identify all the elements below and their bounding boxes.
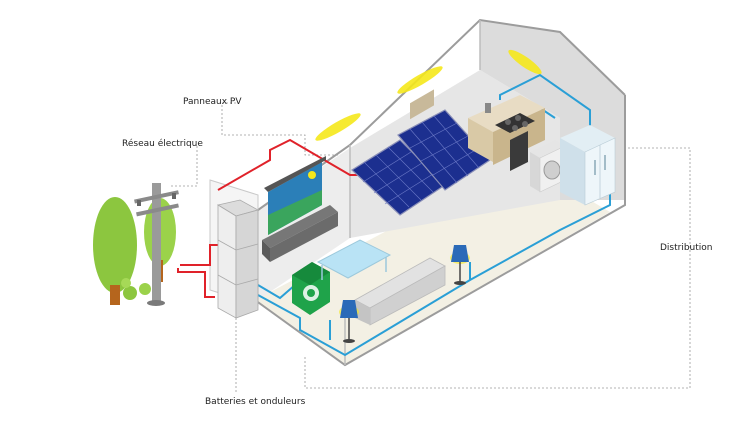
kitchen bbox=[468, 95, 545, 171]
sofa bbox=[354, 257, 446, 326]
red-wiring bbox=[177, 138, 365, 298]
leader-reseau bbox=[170, 146, 198, 187]
wall-picture bbox=[410, 89, 434, 120]
blue-wiring bbox=[257, 73, 611, 357]
tv bbox=[262, 156, 338, 262]
fridge bbox=[560, 125, 616, 206]
solar-panels bbox=[351, 109, 491, 216]
leader-distribution bbox=[304, 147, 691, 389]
ceiling-lights bbox=[315, 49, 542, 141]
trees bbox=[93, 197, 176, 305]
leader-lines bbox=[170, 102, 691, 392]
washing-machine bbox=[530, 140, 566, 193]
label-distribution: Distribution bbox=[660, 243, 713, 253]
utility-pole bbox=[134, 183, 179, 306]
coffee-table bbox=[316, 239, 392, 280]
inverter bbox=[292, 262, 330, 315]
floor-lamps bbox=[339, 245, 470, 343]
battery-stack bbox=[216, 199, 260, 319]
label-batteries-onduleurs: Batteries et onduleurs bbox=[205, 397, 306, 407]
label-panneaux-pv: Panneaux PV bbox=[183, 97, 242, 107]
label-reseau-electrique: Réseau électrique bbox=[122, 139, 203, 149]
